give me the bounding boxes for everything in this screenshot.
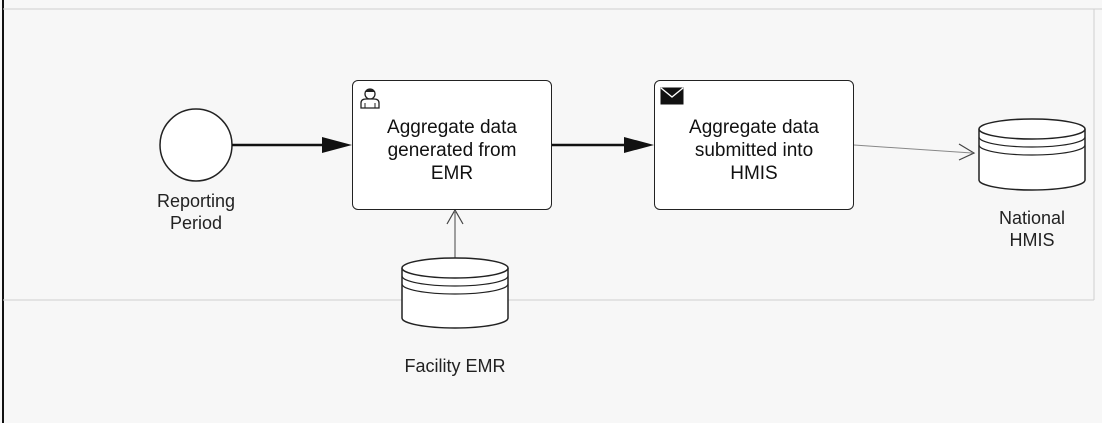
task-submit-hmis[interactable]: Aggregate data submitted into HMIS: [654, 80, 854, 210]
data-association-arrowhead-hmis: [958, 143, 976, 161]
facility-emr-label: Facility EMR: [404, 356, 506, 376]
data-association-to-national-hmis[interactable]: [853, 144, 973, 154]
task-aggregate-emr[interactable]: Aggregate data generated from EMR: [352, 80, 552, 210]
sequence-flow-arrowhead-2: [624, 137, 654, 153]
task-label: Aggregate data submitted into HMIS: [689, 116, 819, 184]
user-icon: [360, 88, 380, 109]
task-label: Aggregate data generated from EMR: [387, 116, 517, 184]
facility-emr-datastore-icon[interactable]: [401, 257, 509, 329]
national-hmis-label: National HMIS: [998, 208, 1066, 250]
sequence-flow-arrowhead-1: [322, 137, 352, 153]
national-hmis-datastore-icon[interactable]: [978, 118, 1086, 191]
envelope-icon: [660, 87, 684, 105]
start-event-label: Reporting Period: [156, 191, 236, 233]
start-event-circle[interactable]: [159, 108, 233, 182]
data-association-arrowhead-emr: [446, 208, 464, 225]
